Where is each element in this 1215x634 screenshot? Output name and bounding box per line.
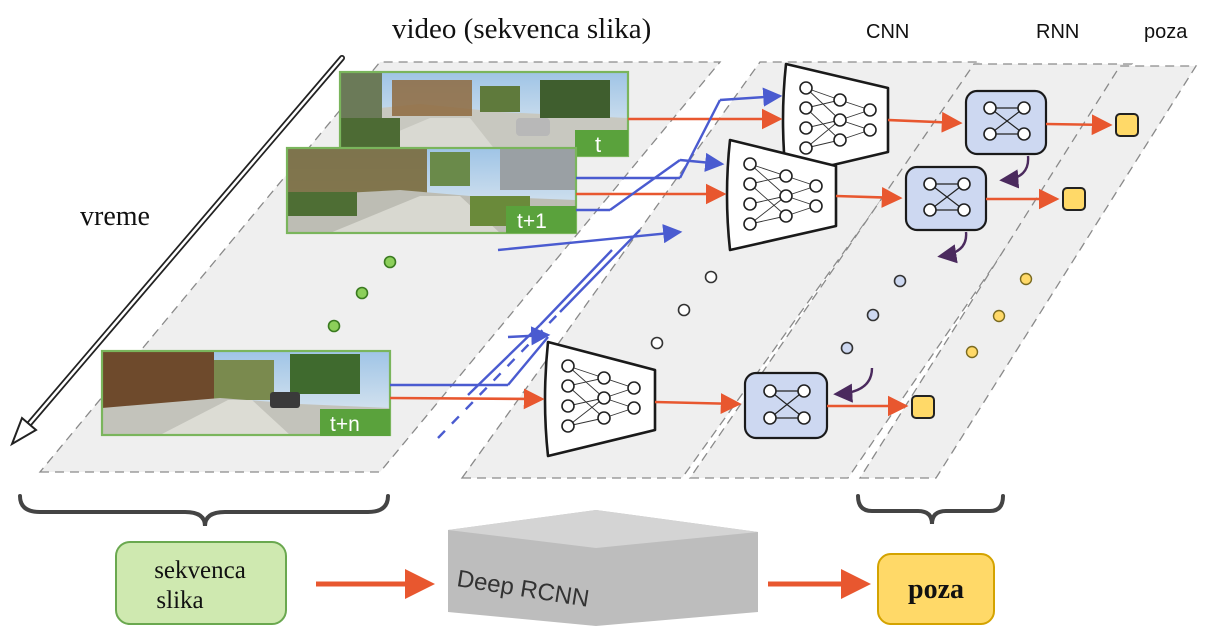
- frame-tn: t+n: [100, 349, 392, 437]
- cnn-block-icon: [725, 138, 838, 252]
- brace-icon: [18, 494, 390, 527]
- rnn-block-icon: [904, 165, 988, 232]
- rnn-block-icon: [743, 371, 829, 440]
- input-box-line2: slika: [156, 587, 203, 614]
- recurrent-arrows: [833, 155, 1030, 403]
- temporal-arrows: [390, 87, 783, 439]
- frame-tn-label: t+n: [330, 413, 360, 436]
- frames-ellipsis: [327, 255, 397, 333]
- pose-top-label: poza: [1144, 21, 1188, 43]
- pose-ellipsis: [965, 272, 1033, 359]
- cnn-ellipsis: [650, 270, 718, 350]
- rnn-block-icon: [964, 89, 1048, 156]
- pose-plane: [858, 65, 1198, 479]
- cnn-block-icon: [543, 340, 657, 458]
- time-arrow-icon: [10, 55, 345, 447]
- rnn-ellipsis: [840, 274, 907, 355]
- frame-t1-label: t+1: [517, 210, 547, 233]
- time-label: vreme: [80, 201, 150, 232]
- input-box: sekvenca slika: [115, 541, 287, 625]
- pose-marker-icon: [911, 113, 1139, 419]
- forward-arrows: [389, 108, 1113, 417]
- video-label: video (sekvenca slika): [392, 13, 651, 45]
- brace-icon: [856, 494, 1005, 525]
- frame-t1: t+1: [285, 146, 578, 235]
- input-box-line1: sekvenca: [154, 557, 246, 584]
- frame-t-label: t: [595, 132, 601, 157]
- frame-t: t: [338, 70, 630, 158]
- model-box: Deep RCNN: [448, 510, 758, 626]
- output-box: poza: [877, 553, 995, 625]
- cnn-label: CNN: [866, 21, 909, 43]
- rnn-label: RNN: [1036, 21, 1079, 43]
- output-label: poza: [908, 574, 964, 605]
